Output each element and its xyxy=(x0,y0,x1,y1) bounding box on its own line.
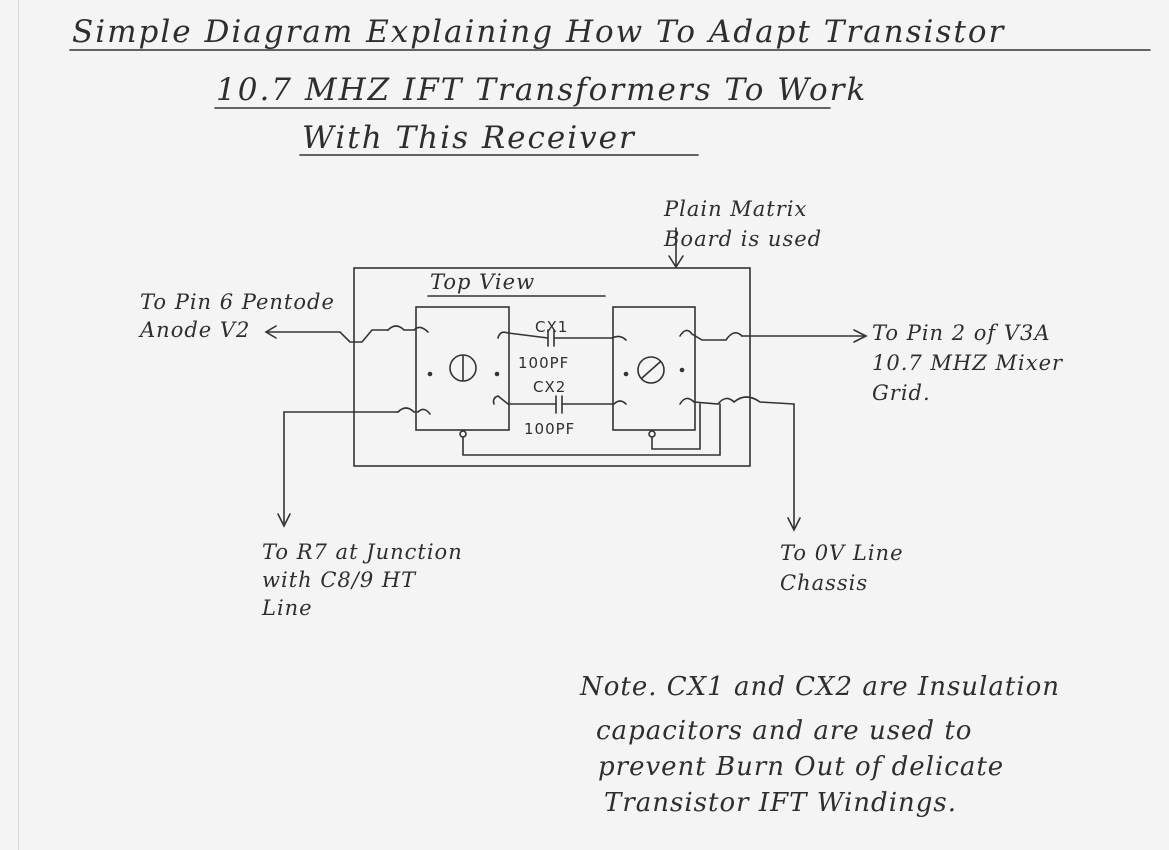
pin-dot xyxy=(623,371,629,377)
cx2-lead-left xyxy=(492,395,557,405)
note-line-1: Note. CX1 and CX2 are Insulation xyxy=(580,672,1061,702)
ground-pin-left xyxy=(459,430,467,438)
title-line-1: Simple Diagram Explaining How To Adapt T… xyxy=(72,14,1006,50)
cx1-lead-left xyxy=(497,331,549,339)
right-output-head xyxy=(853,329,868,343)
top-view-label: Top View xyxy=(430,270,536,294)
cx1-lead-right xyxy=(553,335,627,341)
note-line-4: Transistor IFT Windings. xyxy=(604,788,958,818)
board-pointer-head xyxy=(668,255,684,269)
slug-left xyxy=(449,354,477,382)
ift-can-left xyxy=(415,306,510,431)
cx2-name: CX2 xyxy=(533,378,567,396)
slug-right-slot xyxy=(641,361,661,379)
left-ht-wire xyxy=(283,411,399,524)
right-crossover-2 xyxy=(679,396,795,405)
board-label: Plain Matrix Board is used xyxy=(664,197,823,251)
note-line-2: capacitors and are used to xyxy=(596,716,973,746)
bottom-left-label: To R7 at Junction with C8/9 HT Line xyxy=(262,540,463,620)
slug-right xyxy=(637,356,665,384)
title-line-2: 10.7 MHZ IFT Transformers To Work xyxy=(216,72,868,108)
left-input-wire xyxy=(267,329,389,343)
right-crossover-1 xyxy=(679,329,743,341)
cx2-lead-right xyxy=(561,400,627,405)
ground-bus-2 xyxy=(651,403,701,450)
cx1-value: 100PF xyxy=(518,354,570,372)
left-crossover-1 xyxy=(387,325,429,333)
pin-dot xyxy=(427,371,433,377)
title-line-3: With This Receiver xyxy=(302,120,636,156)
cx2-value: 100PF xyxy=(524,420,576,438)
pin-dot xyxy=(679,367,685,373)
ift-can-right xyxy=(612,306,696,431)
pin-dot xyxy=(494,371,500,377)
right-output-label: To Pin 2 of V3A 10.7 MHZ Mixer Grid. xyxy=(872,321,1064,405)
bottom-right-label: To 0V Line Chassis xyxy=(780,541,904,595)
right-chassis-head xyxy=(787,517,801,532)
matrix-board xyxy=(353,267,751,467)
left-crossover-2 xyxy=(397,407,431,415)
note-line-3: prevent Burn Out of delicate xyxy=(598,752,1005,782)
left-input-head xyxy=(264,325,277,339)
cx1-name: CX1 xyxy=(535,318,569,336)
left-input-label: To Pin 6 Pentode Anode V2 xyxy=(140,290,335,342)
left-ht-head xyxy=(277,513,291,528)
ground-bus xyxy=(462,403,721,456)
ground-pin-right xyxy=(648,430,656,438)
